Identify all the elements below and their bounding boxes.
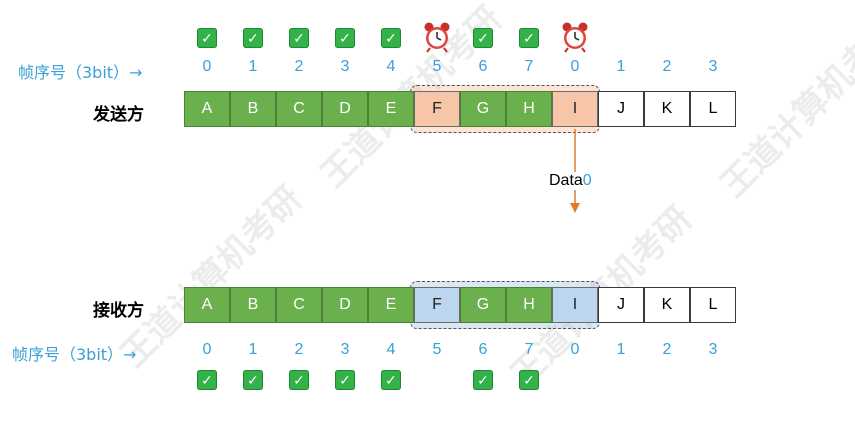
sender-check-icon: ✓ — [335, 28, 355, 48]
receiver-seq-number: 1 — [616, 341, 626, 358]
sender-check-icon: ✓ — [519, 28, 539, 48]
receiver-check-icon: ✓ — [197, 370, 217, 390]
receiver-frame-cell: K — [644, 287, 690, 323]
receiver-frame-cell: I — [552, 287, 598, 323]
receiver-check-icon: ✓ — [335, 370, 355, 390]
receiver-check-icon: ✓ — [243, 370, 263, 390]
receiver-frame-cell: B — [230, 287, 276, 323]
sender-seq-number: 4 — [386, 58, 396, 75]
receiver-check-icon: ✓ — [381, 370, 401, 390]
sender-frame-cell: B — [230, 91, 276, 127]
transfer-arrow — [570, 129, 580, 213]
receiver-seq-number: 6 — [478, 341, 488, 358]
receiver-check-icon: ✓ — [289, 370, 309, 390]
sender-seq-number: 2 — [294, 58, 304, 75]
receiver-frame-cell: F — [414, 287, 460, 323]
receiver-frame-cell: C — [276, 287, 322, 323]
sender-check-icon: ✓ — [197, 28, 217, 48]
sender-alarm-clock-icon — [560, 21, 590, 58]
sender-frame-cell: F — [414, 91, 460, 127]
receiver-seq-number: 4 — [386, 341, 396, 358]
receiver-frame-cell: E — [368, 287, 414, 323]
sender-frame-cell: I — [552, 91, 598, 127]
receiver-frame-cell: G — [460, 287, 506, 323]
receiver-frame-cell: J — [598, 287, 644, 323]
sender-check-icon: ✓ — [289, 28, 309, 48]
receiver-frame-cell: L — [690, 287, 736, 323]
sender-check-icon: ✓ — [243, 28, 263, 48]
receiver-seq-number: 3 — [340, 341, 350, 358]
receiver-seq-number: 5 — [432, 341, 442, 358]
receiver-seq-number: 0 — [202, 341, 212, 358]
sender-frame-cell: H — [506, 91, 552, 127]
receiver-seq-number: 0 — [570, 341, 580, 358]
transfer-label-text: Data — [549, 172, 583, 189]
sender-check-icon: ✓ — [473, 28, 493, 48]
receiver-seq-number: 7 — [524, 341, 534, 358]
sender-seq-number: 5 — [432, 58, 442, 75]
sender-seq-number: 7 — [524, 58, 534, 75]
receiver-frame-cell: D — [322, 287, 368, 323]
sender-seq-number: 6 — [478, 58, 488, 75]
receiver-frame-cell: A — [184, 287, 230, 323]
sender-frame-cell: A — [184, 91, 230, 127]
sender-seq-label: 帧序号（3bit）→ — [18, 63, 143, 82]
sender-seq-number: 3 — [340, 58, 350, 75]
receiver-seq-number: 2 — [294, 341, 304, 358]
receiver-seq-number: 3 — [708, 341, 718, 358]
sender-frame-cell: E — [368, 91, 414, 127]
sender-frame-cell: D — [322, 91, 368, 127]
sender-seq-number: 2 — [662, 58, 672, 75]
receiver-seq-number: 2 — [662, 341, 672, 358]
sender-frame-cell: C — [276, 91, 322, 127]
sender-alarm-clock-icon — [422, 21, 452, 58]
receiver-check-icon: ✓ — [519, 370, 539, 390]
sender-frame-cell: K — [644, 91, 690, 127]
receiver-label: 接收方 — [93, 301, 144, 321]
transfer-label-seq: 0 — [582, 172, 592, 189]
sender-frame-cell: L — [690, 91, 736, 127]
sender-frame-cell: G — [460, 91, 506, 127]
sender-frame-cell: J — [598, 91, 644, 127]
sender-seq-number: 0 — [202, 58, 212, 75]
receiver-seq-label: 帧序号（3bit）→ — [12, 345, 137, 364]
receiver-check-icon: ✓ — [473, 370, 493, 390]
sender-check-icon: ✓ — [381, 28, 401, 48]
transfer-label: Data0 — [548, 172, 593, 190]
sender-seq-number: 3 — [708, 58, 718, 75]
receiver-frame-cell: H — [506, 287, 552, 323]
sender-seq-number: 1 — [616, 58, 626, 75]
sender-seq-number: 1 — [248, 58, 258, 75]
sender-seq-number: 0 — [570, 58, 580, 75]
sender-label: 发送方 — [93, 105, 144, 125]
receiver-seq-number: 1 — [248, 341, 258, 358]
